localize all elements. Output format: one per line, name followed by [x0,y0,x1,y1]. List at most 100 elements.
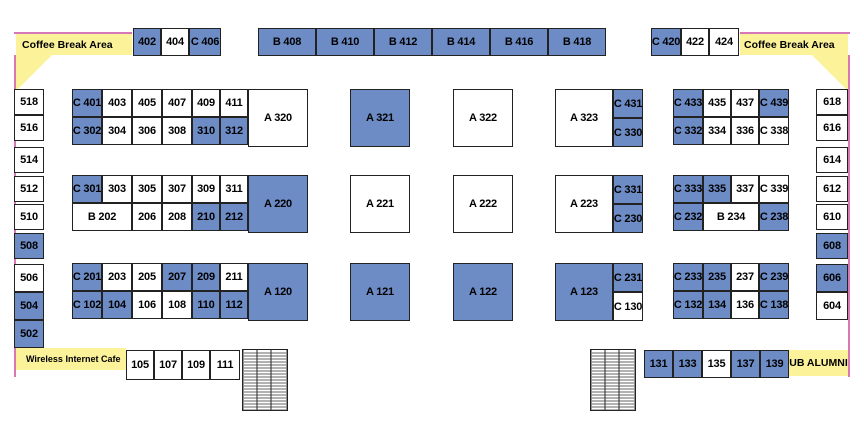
booth-212[interactable]: 212 [220,203,248,231]
booth-c-130[interactable]: C 130 [613,292,643,321]
booth-a-220[interactable]: A 220 [248,175,308,233]
booth-303[interactable]: 303 [102,175,132,203]
booth-209[interactable]: 209 [192,263,220,291]
booth-203[interactable]: 203 [102,263,132,291]
booth-133[interactable]: 133 [673,350,702,378]
booth-b-410[interactable]: B 410 [316,28,374,56]
booth-336[interactable]: 336 [731,117,759,145]
booth-b-418[interactable]: B 418 [548,28,606,56]
booth-502[interactable]: 502 [14,320,44,348]
booth-335[interactable]: 335 [703,175,731,203]
booth-307[interactable]: 307 [162,175,192,203]
booth-614[interactable]: 614 [816,147,848,173]
booth-c-338[interactable]: C 338 [759,117,789,145]
booth-411[interactable]: 411 [220,89,248,117]
booth-c-230[interactable]: C 230 [613,204,643,233]
booth-516[interactable]: 516 [14,115,44,141]
booth-604[interactable]: 604 [816,292,848,320]
booth-208[interactable]: 208 [162,203,192,231]
booth-334[interactable]: 334 [703,117,731,145]
booth-435[interactable]: 435 [703,89,731,117]
booth-610[interactable]: 610 [816,204,848,230]
booth-308[interactable]: 308 [162,117,192,145]
booth-305[interactable]: 305 [132,175,162,203]
booth-508[interactable]: 508 [14,233,44,259]
booth-606[interactable]: 606 [816,264,848,292]
booth-b-416[interactable]: B 416 [490,28,548,56]
booth-235[interactable]: 235 [703,263,731,291]
booth-311[interactable]: 311 [220,175,248,203]
booth-437[interactable]: 437 [731,89,759,117]
booth-c-333[interactable]: C 333 [673,175,703,203]
booth-337[interactable]: 337 [731,175,759,203]
booth-a-120[interactable]: A 120 [248,263,308,321]
booth-405[interactable]: 405 [132,89,162,117]
booth-137[interactable]: 137 [731,350,760,378]
booth-c-401[interactable]: C 401 [72,89,102,117]
booth-510[interactable]: 510 [14,204,44,230]
booth-404[interactable]: 404 [161,28,189,56]
booth-c-233[interactable]: C 233 [673,263,703,291]
booth-b-414[interactable]: B 414 [432,28,490,56]
booth-a-322[interactable]: A 322 [453,89,513,147]
booth-106[interactable]: 106 [132,291,162,319]
booth-403[interactable]: 403 [102,89,132,117]
booth-c-302[interactable]: C 302 [72,117,102,145]
booth-136[interactable]: 136 [731,291,759,319]
booth-312[interactable]: 312 [220,117,248,145]
booth-a-320[interactable]: A 320 [248,89,308,147]
booth-139[interactable]: 139 [760,350,789,378]
booth-c-301[interactable]: C 301 [72,175,102,203]
booth-309[interactable]: 309 [192,175,220,203]
booth-c-431[interactable]: C 431 [613,89,643,118]
booth-c-201[interactable]: C 201 [72,263,102,291]
booth-c-439[interactable]: C 439 [759,89,789,117]
booth-506[interactable]: 506 [14,264,44,292]
booth-616[interactable]: 616 [816,115,848,141]
booth-109[interactable]: 109 [182,350,210,380]
booth-207[interactable]: 207 [162,263,192,291]
booth-237[interactable]: 237 [731,263,759,291]
booth-306[interactable]: 306 [132,117,162,145]
booth-c-238[interactable]: C 238 [759,203,789,231]
booth-131[interactable]: 131 [644,350,673,378]
booth-c-331[interactable]: C 331 [613,175,643,204]
booth-512[interactable]: 512 [14,176,44,202]
booth-135[interactable]: 135 [702,350,731,378]
booth-210[interactable]: 210 [192,203,220,231]
booth-205[interactable]: 205 [132,263,162,291]
booth-c-420[interactable]: C 420 [651,28,681,56]
booth-c-332[interactable]: C 332 [673,117,703,145]
booth-310[interactable]: 310 [192,117,220,145]
booth-a-222[interactable]: A 222 [453,175,513,233]
booth-618[interactable]: 618 [816,89,848,115]
booth-a-321[interactable]: A 321 [350,89,410,147]
booth-422[interactable]: 422 [681,28,709,56]
booth-a-223[interactable]: A 223 [555,175,613,233]
booth-206[interactable]: 206 [132,203,162,231]
booth-211[interactable]: 211 [220,263,248,291]
booth-105[interactable]: 105 [126,350,154,380]
booth-514[interactable]: 514 [14,147,44,173]
booth-407[interactable]: 407 [162,89,192,117]
booth-c-102[interactable]: C 102 [72,291,102,319]
booth-112[interactable]: 112 [220,291,248,319]
booth-b-408[interactable]: B 408 [258,28,316,56]
booth-c-406[interactable]: C 406 [189,28,221,56]
booth-c-339[interactable]: C 339 [759,175,789,203]
booth-134[interactable]: 134 [703,291,731,319]
booth-c-138[interactable]: C 138 [759,291,789,319]
booth-a-122[interactable]: A 122 [453,263,513,321]
booth-110[interactable]: 110 [192,291,220,319]
booth-518[interactable]: 518 [14,89,44,115]
booth-107[interactable]: 107 [154,350,182,380]
booth-b-412[interactable]: B 412 [374,28,432,56]
booth-c-231[interactable]: C 231 [613,263,643,292]
booth-c-433[interactable]: C 433 [673,89,703,117]
booth-111[interactable]: 111 [210,350,240,380]
booth-c-330[interactable]: C 330 [613,118,643,147]
booth-409[interactable]: 409 [192,89,220,117]
booth-c-232[interactable]: C 232 [673,203,703,231]
booth-104[interactable]: 104 [102,291,132,319]
booth-108[interactable]: 108 [162,291,192,319]
